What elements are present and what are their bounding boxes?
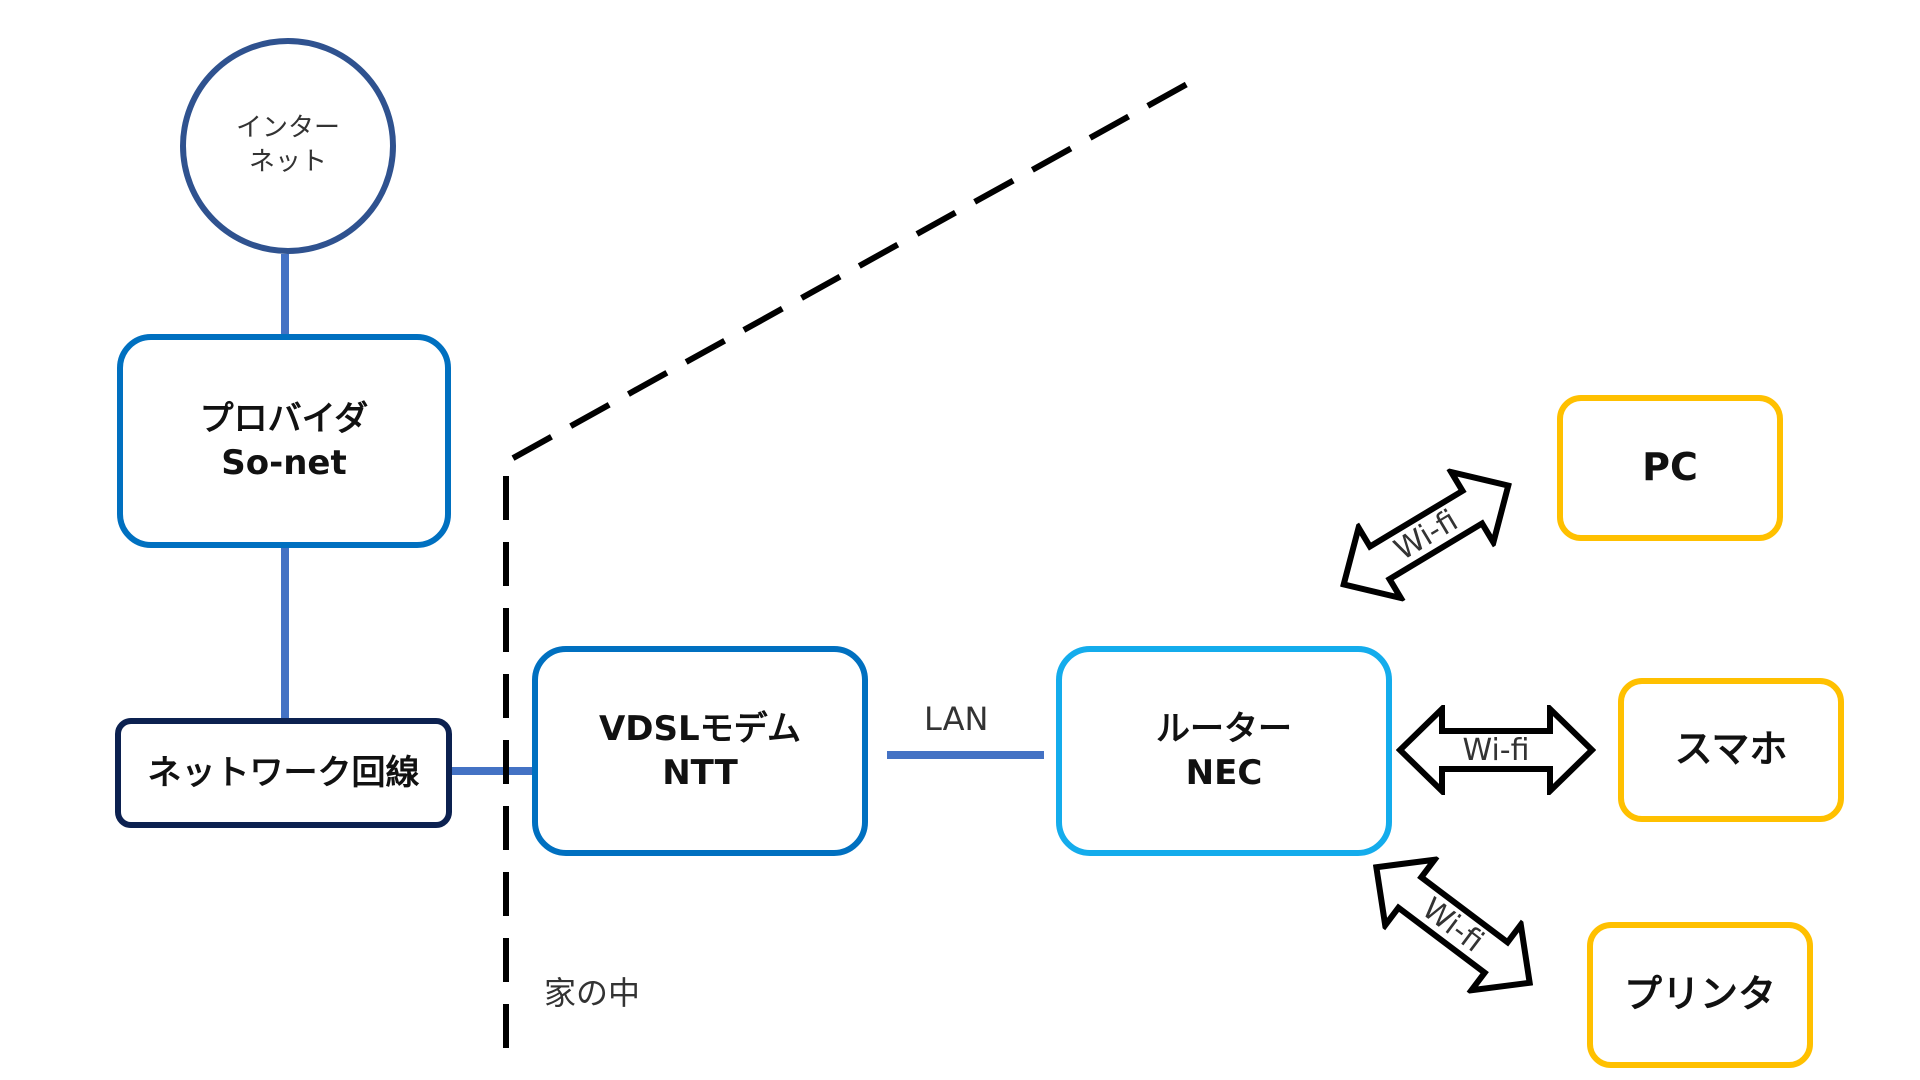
router-label-line2: NEC <box>1185 753 1263 793</box>
provider-label-line1: プロバイダ <box>199 398 369 439</box>
printer-node: プリンタ <box>1587 922 1813 1068</box>
internet-node: インター ネット <box>180 38 396 254</box>
network-line-label: ネットワーク回線 <box>147 752 420 793</box>
wifi-printer-label: Wi-fi <box>1415 890 1491 960</box>
wifi-smartphone-arrow: Wi-fi <box>1396 705 1596 795</box>
modem-node: VDSLモデム NTT <box>532 646 868 856</box>
lan-label: LAN <box>924 700 989 738</box>
house-boundary <box>503 75 1200 1048</box>
double-arrow-icon <box>1372 855 1534 995</box>
provider-label-line2: So-net <box>221 443 347 483</box>
provider-node: プロバイダ So-net <box>117 334 451 548</box>
wifi-printer-arrow: Wi-fi <box>1346 829 1560 1021</box>
printer-label: プリンタ <box>1623 972 1776 1017</box>
wifi-pc-label: Wi-fi <box>1388 502 1464 568</box>
pc-node: PC <box>1557 395 1783 541</box>
network-line-node: ネットワーク回線 <box>115 718 452 828</box>
smartphone-label: スマホ <box>1674 727 1788 772</box>
internet-label-line2: ネット <box>248 147 327 177</box>
double-arrow-icon <box>1340 467 1512 603</box>
smartphone-node: スマホ <box>1618 678 1844 822</box>
modem-label-line1: VDSLモデム <box>598 708 801 749</box>
internet-label-line1: インター <box>235 113 340 144</box>
wifi-pc-arrow: Wi-fi <box>1317 445 1535 625</box>
router-label-line1: ルーター <box>1156 708 1292 749</box>
wifi-smartphone-label: Wi-fi <box>1462 732 1530 768</box>
pc-label: PC <box>1642 445 1698 490</box>
router-node: ルーター NEC <box>1056 646 1392 856</box>
modem-label-line2: NTT <box>662 753 738 793</box>
double-arrow-icon <box>1396 705 1596 795</box>
house-label: 家の中 <box>544 974 641 1012</box>
